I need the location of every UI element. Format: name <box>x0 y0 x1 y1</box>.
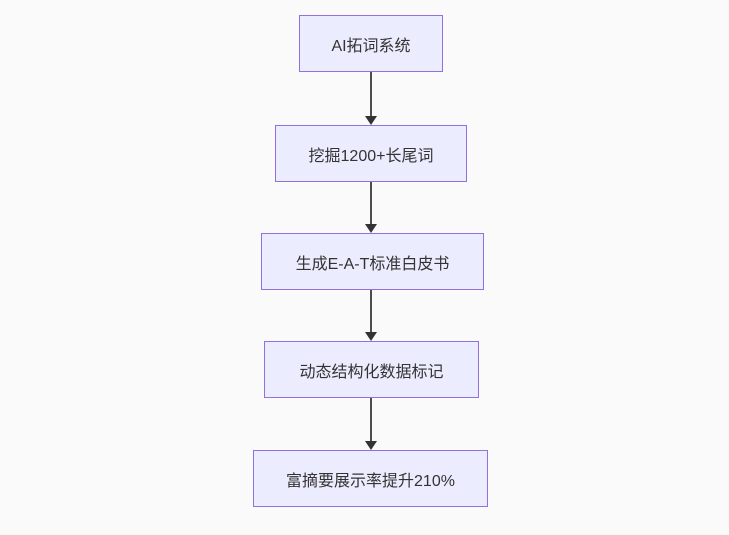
arrowhead-icon <box>365 224 377 233</box>
edge-line <box>370 398 372 441</box>
flowchart-node-ai-word-system: AI拓词系统 <box>299 15 443 72</box>
edge-line <box>370 182 372 224</box>
flowchart-node-rich-snippet-rate: 富摘要展示率提升210% <box>253 450 488 507</box>
arrowhead-icon <box>365 332 377 341</box>
arrow-down-icon <box>365 398 377 450</box>
arrow-down-icon <box>365 72 377 125</box>
arrowhead-icon <box>365 116 377 125</box>
arrowhead-icon <box>365 441 377 450</box>
arrow-down-icon <box>365 290 377 341</box>
edge-line <box>370 290 372 332</box>
flowchart-node-eat-whitepaper: 生成E-A-T标准白皮书 <box>261 233 484 290</box>
flowchart-node-structured-data: 动态结构化数据标记 <box>264 341 479 398</box>
edge-line <box>370 72 372 116</box>
flowchart-node-longtail-mining: 挖掘1200+长尾词 <box>275 125 467 182</box>
arrow-down-icon <box>365 182 377 233</box>
